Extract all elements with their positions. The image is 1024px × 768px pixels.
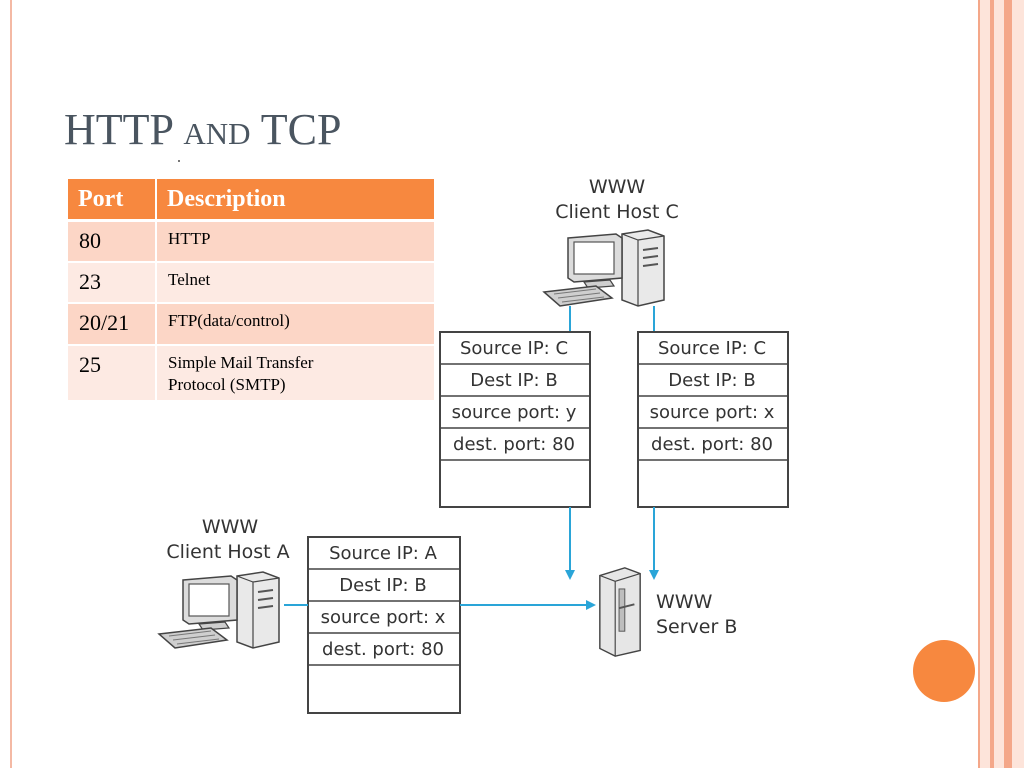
segment-field: source port: x <box>321 607 446 628</box>
table-row: 23 Telnet <box>68 261 436 304</box>
port-table-header: Port Description <box>68 179 436 222</box>
segment-field: source port: y <box>452 402 577 423</box>
frame-right-line-2 <box>990 0 994 768</box>
segment-c2: Source IP: C Dest IP: B source port: x d… <box>637 331 789 508</box>
segment-field: Dest IP: B <box>470 370 557 391</box>
computer-icon <box>543 229 665 307</box>
port-cell: 20/21 <box>68 302 157 346</box>
description-line: Simple Mail Transfer <box>168 352 314 372</box>
frame-right-line-3 <box>1004 0 1012 768</box>
title-dot <box>178 160 180 162</box>
server-b: WWW Server B <box>598 566 737 658</box>
port-cell: 25 <box>68 344 157 402</box>
segment-a: Source IP: A Dest IP: B source port: x d… <box>307 536 461 714</box>
segment-field: Source IP: C <box>658 338 766 359</box>
description-cell: FTP(data/control) <box>156 302 436 346</box>
description-cell: Telnet <box>156 261 436 304</box>
description-line: Protocol (SMTP) <box>168 374 286 394</box>
segment-c1: Source IP: C Dest IP: B source port: y d… <box>439 331 591 508</box>
header-description: Description <box>156 179 436 222</box>
description-line: Telnet <box>168 269 211 289</box>
segment-field: Dest IP: B <box>339 575 426 596</box>
description-cell: HTTP <box>156 220 436 263</box>
description-line: FTP(data/control) <box>168 310 290 330</box>
segment-field: dest. port: 80 <box>322 639 444 660</box>
server-icon <box>598 566 642 658</box>
server-label-2: Server B <box>656 616 737 638</box>
segment-field: dest. port: 80 <box>651 434 773 455</box>
frame-left-line <box>10 0 12 768</box>
description-line: HTTP <box>168 229 211 248</box>
segment-field: Dest IP: B <box>668 370 755 391</box>
table-row: 20/21 FTP(data/control) <box>68 302 436 346</box>
slide-title: HTTP and TCP <box>64 104 341 156</box>
frame-right-band <box>978 0 1024 768</box>
port-cell: 23 <box>68 261 157 304</box>
host-a-label-2: Client Host A <box>166 541 289 563</box>
title-http: HTTP <box>64 105 173 154</box>
host-c-label-2: Client Host C <box>555 201 679 223</box>
client-host-a: WWW Client Host A <box>158 516 290 649</box>
table-row: 80 HTTP <box>68 220 436 263</box>
port-table: Port Description 80 HTTP 23 Telnet 20/21… <box>68 179 436 402</box>
segment-field: Source IP: A <box>329 543 437 564</box>
host-a-label-1: WWW <box>202 516 259 538</box>
title-and: and <box>183 105 251 154</box>
computer-icon <box>158 571 280 649</box>
segment-field: source port: x <box>650 402 775 423</box>
host-c-label-1: WWW <box>589 176 646 198</box>
header-port: Port <box>68 179 157 222</box>
title-tcp: TCP <box>260 105 342 154</box>
frame-right-line-1 <box>978 0 980 768</box>
segment-field: Source IP: C <box>460 338 568 359</box>
accent-circle <box>913 640 975 702</box>
port-cell: 80 <box>68 220 157 263</box>
client-host-c: WWW Client Host C <box>543 176 679 307</box>
server-label-1: WWW <box>656 591 713 613</box>
segment-field: dest. port: 80 <box>453 434 575 455</box>
